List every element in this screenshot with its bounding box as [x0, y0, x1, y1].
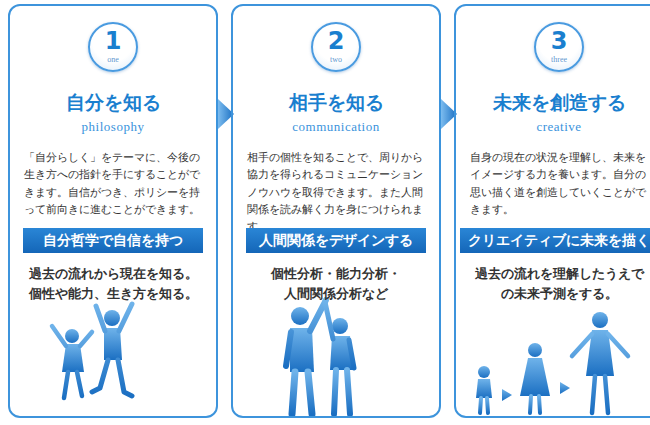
step-panel: 相手を知る communication 相手の個性を知ることで、周りから協力を得られ…: [231, 4, 441, 418]
step-summary: 過去の流れから現在を知る。 個性や能力、生き方を知る。: [27, 264, 199, 304]
step-title: 未来を創造する: [456, 90, 650, 116]
headline-band: 自分哲学で自信を持つ: [23, 228, 203, 253]
step-number: 2: [313, 27, 359, 55]
step-number-circle: 3three: [534, 22, 584, 72]
step-subtitle: communication: [233, 119, 439, 135]
step-number-word: three: [536, 55, 582, 65]
headline-band: 人間関係をデザインする: [246, 228, 426, 253]
step-number: 1: [90, 27, 136, 55]
step-description: 「自分らしく」をテーマに、今後の生き方への指針を手にすることができます。自信がつ…: [24, 149, 202, 218]
step-description: 自身の現在の状況を理解し、未来をイメージする力を養います。自分の思い描く道を創造…: [470, 149, 648, 218]
step-title: 自分を知る: [10, 90, 216, 116]
step-summary: 過去の流れを理解したうえで の未来予測をする。: [473, 264, 645, 304]
step-panel: 自分を知る philosophy 「自分らしく」をテーマに、今後の生き方への指針を手…: [8, 4, 218, 418]
high-five-adults: [286, 300, 354, 414]
step-subtitle: philosophy: [10, 119, 216, 135]
step-title: 相手を知る: [233, 90, 439, 116]
growth-figures: [476, 312, 628, 413]
step-number: 3: [536, 27, 582, 55]
band-text: 自分哲学で自信を持つ: [43, 232, 183, 250]
step-subtitle: creative: [456, 119, 650, 135]
band-text: 人間関係をデザインする: [259, 232, 413, 250]
step-summary: 個性分析・能力分析・ 人間関係分析など: [267, 264, 405, 304]
step-number-circle: 1one: [88, 22, 138, 72]
step-number-word: one: [90, 55, 136, 65]
jumping-children: [52, 304, 132, 398]
headline-band: クリエイティブに未来を描く: [460, 228, 650, 253]
step-description: 相手の個性を知ることで、周りから協力を得られるコミュニケーションノウハウを取得で…: [247, 149, 425, 236]
step-number-word: two: [313, 55, 359, 65]
step-number-circle: 2two: [311, 22, 361, 72]
band-text: クリエイティブに未来を描く: [468, 232, 650, 250]
step-panel: 未来を創造する creative 自身の現在の状況を理解し、未来をイメージする力を養…: [454, 4, 650, 418]
